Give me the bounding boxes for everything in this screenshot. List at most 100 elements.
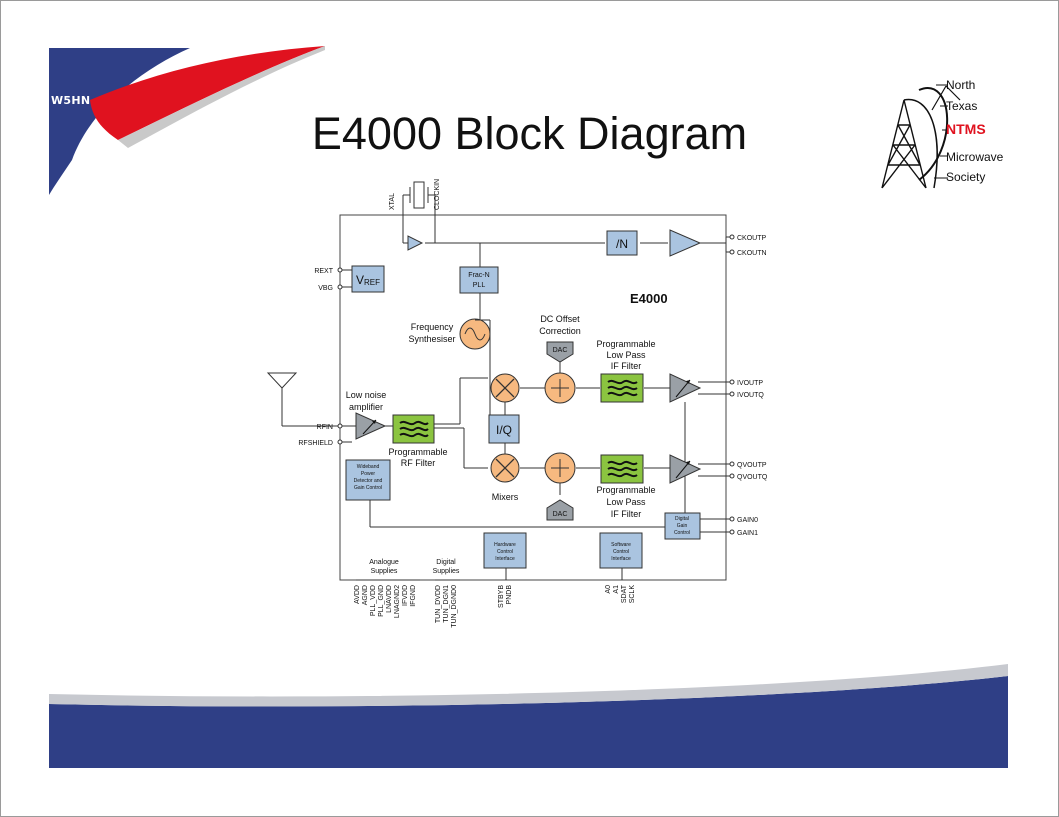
lpf-bottom-line-3: IF Filter <box>611 509 642 519</box>
slide-title: E4000 Block Diagram <box>311 108 748 159</box>
lna-line-1: Low noise <box>346 390 387 400</box>
callsign-label: W5HN <box>51 94 91 107</box>
pin-lnavdd: LNAVDD <box>386 585 393 613</box>
power-detector-line-3: Detector and <box>354 478 383 484</box>
digital-gain-block <box>664 512 701 540</box>
pin-tun-dvdd: TUN_DVDD <box>435 585 442 623</box>
lna-line-2: amplifier <box>349 402 383 412</box>
dac-top-label: DAC <box>553 347 568 354</box>
mixers-label: Mixers <box>492 492 519 502</box>
divider-label: /N <box>616 237 628 251</box>
lpf-top-line-3: IF Filter <box>611 361 642 371</box>
power-detector-block <box>345 459 391 501</box>
logo-line-ntms: NTMS <box>946 121 986 137</box>
antenna-icon <box>266 372 298 389</box>
sw-iface-line-2: Control <box>613 549 629 555</box>
logo-line-society: Society <box>946 170 986 184</box>
pin-qvoutq: QVOUTQ <box>737 474 768 481</box>
dc-offset-line-2: Correction <box>539 326 581 336</box>
digital-supplies-line-2: Supplies <box>433 568 460 575</box>
bottom-banner-gray <box>49 664 1008 707</box>
lpf-bottom-line-2: Low Pass <box>606 497 646 507</box>
chip-name: E4000 <box>630 291 668 306</box>
logo-line-microwave: Microwave <box>946 150 1004 164</box>
hardware-interface-block <box>483 532 527 569</box>
pin-ckoutp: CKOUTP <box>737 235 767 242</box>
digital-gain-line-2: Gain <box>677 523 688 529</box>
pin-pll-gnd: PLL_GND <box>378 585 385 617</box>
pin-vbg: VBG <box>318 285 333 292</box>
xtal-label: XTAL <box>389 193 396 210</box>
pin-gain1: GAIN1 <box>737 530 758 537</box>
tower-icon <box>881 84 961 189</box>
top-banner-blue <box>49 48 190 195</box>
analogue-supplies-line-2: Supplies <box>371 568 398 575</box>
iq-block <box>488 414 520 444</box>
software-interface-block <box>599 532 643 569</box>
pin-a1: A1 <box>613 585 620 594</box>
pin-tun-dgnd0: TUN_DGND0 <box>451 585 458 628</box>
pll-block <box>459 266 499 294</box>
pin-agnd: AGND <box>362 585 369 605</box>
pin-ivoutp: IVOUTP <box>737 380 763 387</box>
ntms-logo: North Texas NTMS Microwave Society <box>874 70 1014 195</box>
pin-gain0: GAIN0 <box>737 517 758 524</box>
pin-tun-dgn1: TUN_DGN1 <box>443 585 450 623</box>
pin-pndb: PNDB <box>506 585 513 605</box>
rf-filter-line-2: RF Filter <box>401 458 436 468</box>
dc-offset-line-1: DC Offset <box>540 314 580 324</box>
digital-supplies-line-1: Digital <box>436 559 456 566</box>
pll-line-1: Frac-N <box>468 272 489 279</box>
pin-rfshield: RFSHIELD <box>298 440 333 447</box>
pin-rfin: RFIN <box>317 424 333 431</box>
pin-ifvdd: IFVDD <box>402 585 409 606</box>
synth-line-1: Frequency <box>411 322 454 332</box>
power-detector-line-4: Gain Control <box>354 485 382 491</box>
chip-outline <box>339 214 727 581</box>
vref-block <box>351 265 385 293</box>
pin-a0: A0 <box>605 585 612 594</box>
pin-pll-vdd: PLL_VDD <box>370 585 377 616</box>
rf-filter-line-1: Programmable <box>388 447 447 457</box>
clock-buffer <box>407 235 424 251</box>
vref-label: V <box>356 273 364 287</box>
digital-gain-line-3: Control <box>674 530 690 536</box>
pin-ifgnd: IFGND <box>410 585 417 607</box>
divider-block <box>606 230 638 256</box>
pin-qvoutp: QVOUTP <box>737 462 767 469</box>
vref-sub-label: REF <box>364 278 380 287</box>
pin-lnagnd2: LNAGND2 <box>394 585 401 618</box>
logo-line-north: North <box>946 78 976 92</box>
lpf-top-line-2: Low Pass <box>606 350 646 360</box>
if-amp-i <box>669 373 702 403</box>
power-detector-line-2: Power <box>361 471 376 477</box>
lpf-top-line-1: Programmable <box>596 339 655 349</box>
digital-gain-line-1: Digital <box>675 516 689 522</box>
block-diagram: /N V REF Frac-N PLL E4000 Frequency Synt… <box>266 179 768 628</box>
top-banner-red <box>90 46 325 140</box>
pin-ckoutn: CKOUTN <box>737 250 767 257</box>
bottom-pin-labels: AVDD AGND PLL_VDD PLL_GND LNAVDD LNAGND2… <box>354 584 636 628</box>
pll-line-2: PLL <box>473 282 486 289</box>
hw-iface-line-2: Control <box>497 549 513 555</box>
pin-sclk: SCLK <box>629 585 636 604</box>
pin-sdat: SDAT <box>621 584 628 603</box>
hw-iface-line-3: Interface <box>495 556 515 562</box>
clock-output-amp <box>669 229 702 257</box>
hw-iface-line-1: Hardware <box>494 542 516 548</box>
sw-iface-line-1: Software <box>611 542 631 548</box>
analogue-supplies-line-1: Analogue <box>369 559 399 566</box>
logo-line-texas: Texas <box>946 99 978 113</box>
bottom-banner-blue <box>49 676 1008 768</box>
top-banner-gray <box>118 46 325 148</box>
power-detector-line-1: Wideband <box>357 464 380 470</box>
dac-top <box>546 341 574 363</box>
synth-line-2: Synthesiser <box>408 334 455 344</box>
dac-bottom-label: DAC <box>553 511 568 518</box>
pin-rext: REXT <box>314 268 333 275</box>
iq-label: I/Q <box>496 423 512 437</box>
pin-avdd: AVDD <box>354 585 361 604</box>
pin-stbyb: STBYB <box>498 585 505 608</box>
sw-iface-line-3: Interface <box>611 556 631 562</box>
